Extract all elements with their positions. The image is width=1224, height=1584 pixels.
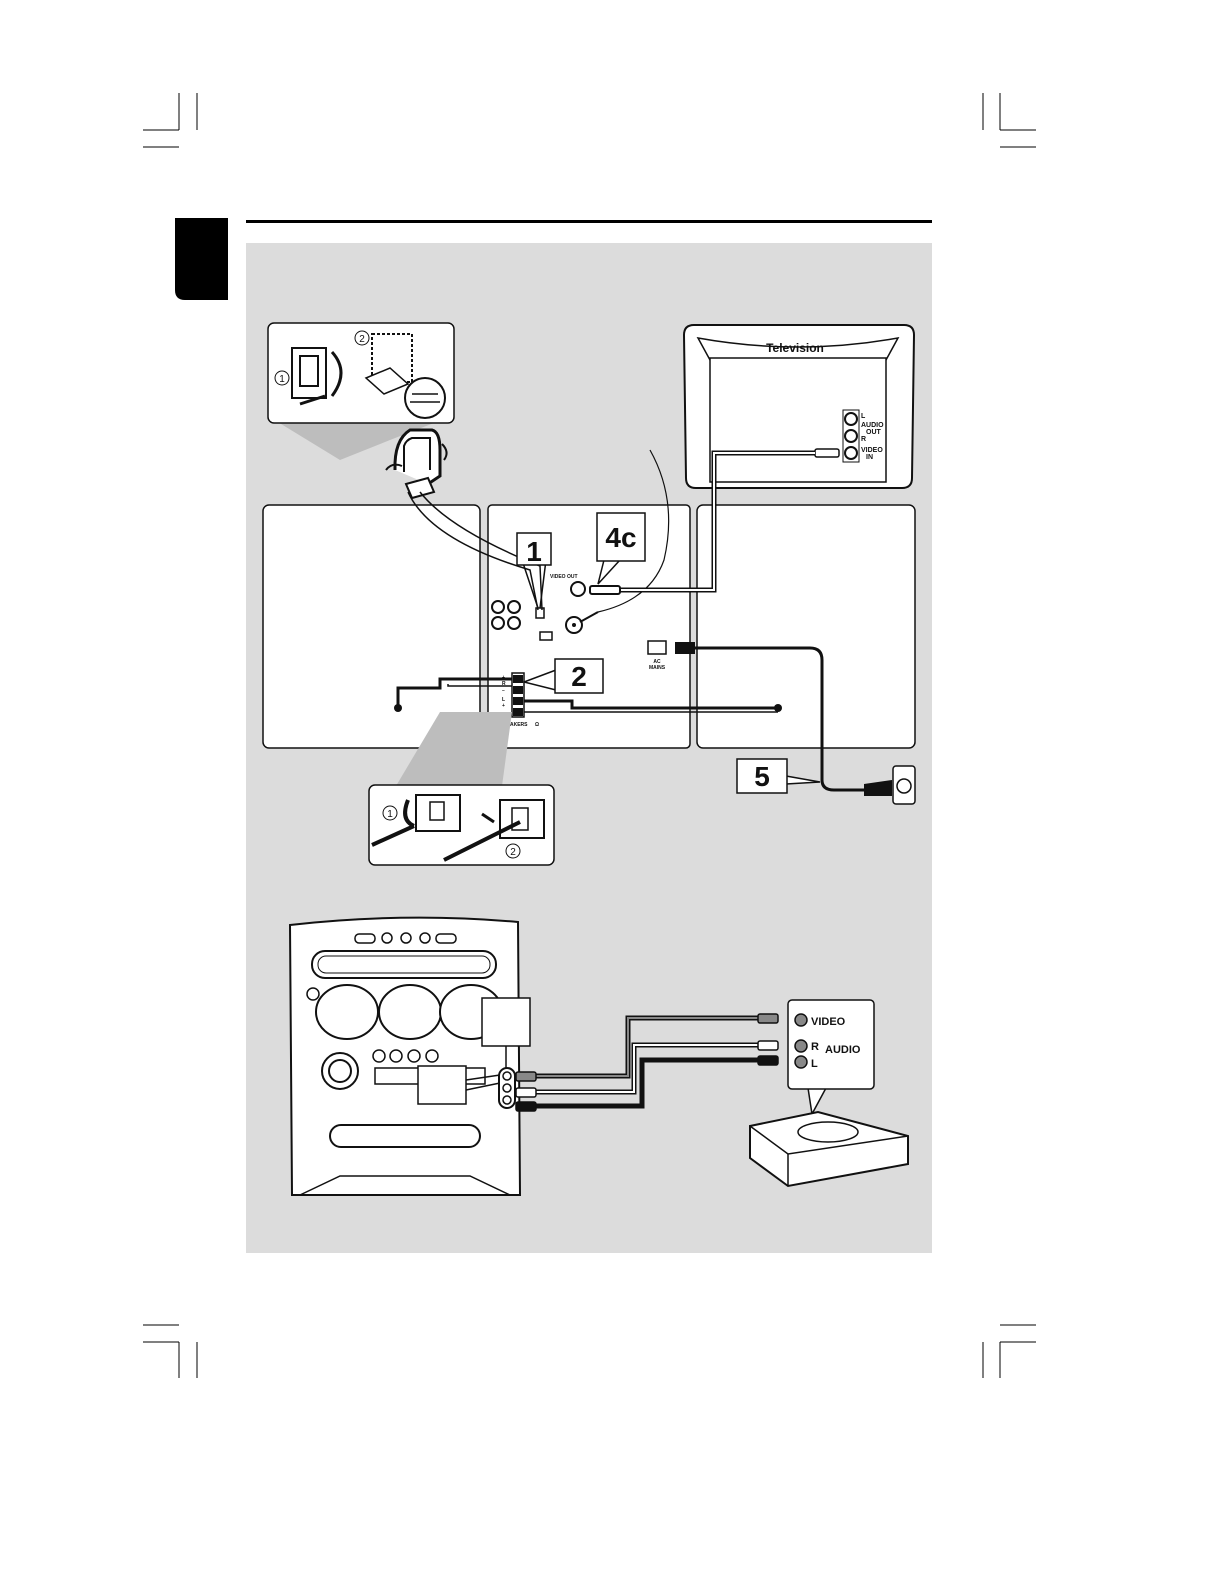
inset-step-2-number: 2	[359, 334, 365, 345]
tv-audio-r-jack	[844, 429, 858, 443]
television: Television L AUDIO OUT R VIDEO IN	[682, 324, 916, 489]
left-speaker	[262, 504, 481, 749]
wall-socket	[864, 765, 916, 805]
external-device-jacks: VIDEO R AUDIO L	[787, 999, 875, 1117]
callout-step-4c: 4c	[596, 512, 646, 585]
inset-step-1-number: 1	[279, 374, 285, 385]
callout-step-1: 1	[516, 532, 552, 609]
tv-audio-out-label2: OUT	[866, 429, 882, 436]
am-antenna-inset: 1 2	[267, 322, 455, 460]
terminal-step-1-badge	[382, 805, 398, 821]
ohm-label: Ω	[535, 722, 539, 728]
header-rule	[246, 220, 932, 223]
device-audio-l-jack	[794, 1055, 808, 1069]
step-1-label: 1	[526, 536, 542, 567]
mains-plug	[675, 642, 695, 654]
tv-audio-l-label: L	[861, 413, 866, 420]
tv-audio-out-label: AUDIO	[861, 422, 884, 429]
video-out-label: VIDEO OUT	[550, 574, 578, 580]
terminal-mark-2: −	[502, 688, 505, 694]
speakers-label: SPEAKERS	[500, 722, 528, 728]
step-4c-label: 4c	[605, 522, 636, 553]
speaker-terminal-inset: 1 2	[368, 712, 555, 866]
ac-mains-label: AC	[653, 659, 661, 665]
tv-video-in-label2: IN	[866, 454, 873, 461]
device-l-label: L	[811, 1058, 818, 1070]
step-2-label: 2	[571, 661, 587, 692]
tv-video-in-label: VIDEO	[861, 447, 883, 454]
terminal-mark-1: R	[502, 681, 506, 687]
step-5-label: 5	[754, 761, 770, 792]
terminal-mark-4: +	[502, 703, 505, 709]
right-speaker	[696, 504, 916, 749]
language-tab	[175, 218, 228, 300]
inset-step-1-badge	[274, 370, 290, 386]
device-video-label: VIDEO	[811, 1016, 846, 1028]
callout-step-5: 5	[736, 758, 821, 794]
tv-video-in-jack	[844, 446, 858, 460]
aux-plugs	[515, 1013, 779, 1112]
ac-mains-socket	[647, 640, 667, 655]
inset-step-2-badge	[354, 330, 370, 346]
device-video-jack	[794, 1013, 808, 1027]
callout-step-2: 2	[521, 658, 604, 694]
ac-mains-label2: MAINS	[649, 665, 666, 671]
wires	[396, 449, 880, 792]
device-audio-label: AUDIO	[825, 1044, 861, 1056]
tv-audio-r-label: R	[861, 436, 866, 443]
video-plug	[589, 585, 621, 595]
terminal-step-1-number: 1	[387, 809, 393, 820]
device-audio-r-jack	[794, 1039, 808, 1053]
crop-marks	[143, 93, 1036, 1378]
terminal-mark-3: L	[502, 697, 505, 703]
aux-cables	[530, 1015, 762, 1109]
external-player	[749, 1110, 909, 1188]
loop-antenna	[385, 428, 448, 500]
main-unit-front	[288, 916, 531, 1196]
device-r-label: R	[811, 1041, 819, 1053]
tv-audio-l-jack	[844, 412, 858, 426]
tv-title: Television	[766, 341, 824, 355]
terminal-step-2-badge	[505, 843, 521, 859]
video-out-jack	[570, 581, 586, 597]
terminal-step-2-number: 2	[510, 847, 516, 858]
